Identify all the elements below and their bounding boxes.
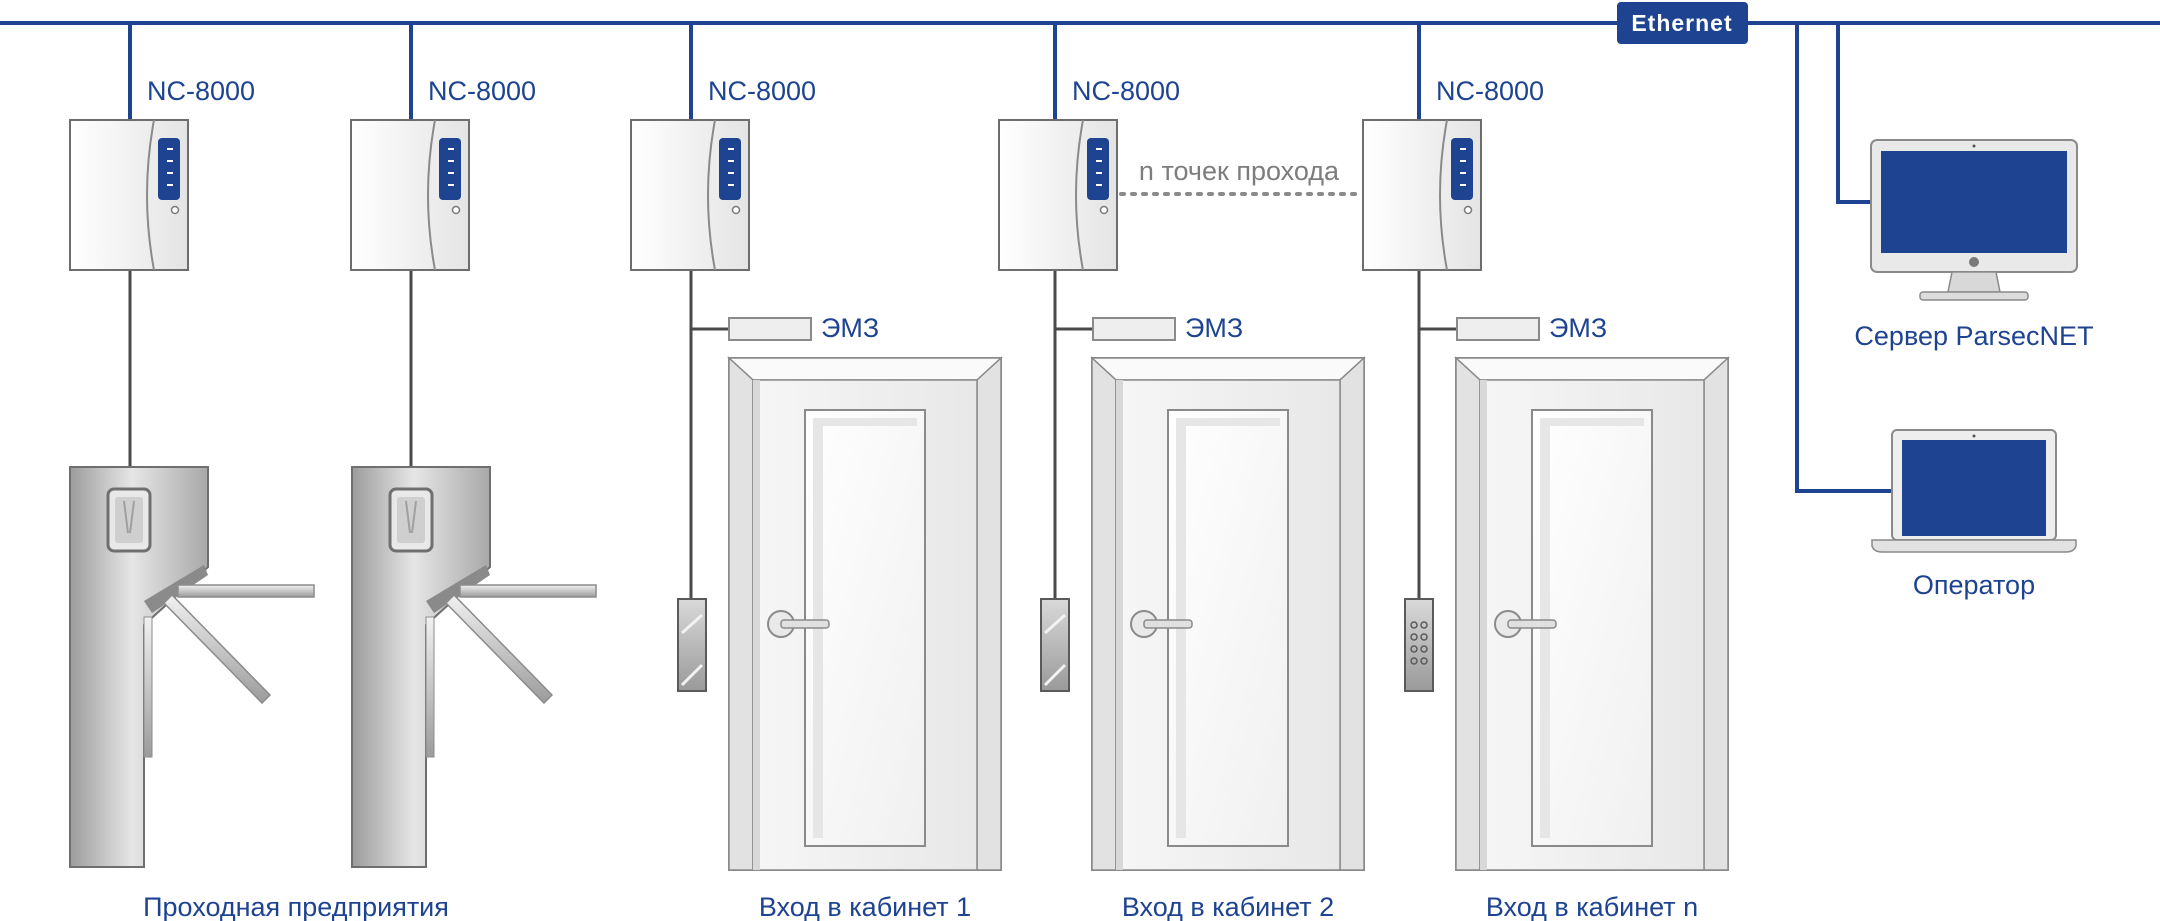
- ethernet-label: Ethernet: [1631, 10, 1732, 36]
- door-2-label: Вход в кабинет 2: [1122, 892, 1334, 921]
- turnstile-group-label: Проходная предприятия: [143, 892, 449, 921]
- door-1-label: Вход в кабинет 1: [759, 892, 971, 921]
- device-wiring: [128, 270, 1459, 600]
- em-lock-2-label: ЭМЗ: [1185, 313, 1243, 343]
- card-reader-1: [676, 597, 708, 693]
- ethernet-drop-operator: [1795, 23, 1895, 493]
- door-n-label: Вход в кабинет n: [1486, 892, 1698, 921]
- controller-3-label: NC-8000: [708, 76, 816, 106]
- server-label: Сервер ParsecNET: [1854, 321, 2093, 351]
- door-n: [1455, 357, 1729, 871]
- door-2: [1091, 357, 1365, 871]
- ethernet-network: [0, 21, 2160, 493]
- controller-1: [69, 119, 189, 271]
- door-1: [728, 357, 1002, 871]
- ethernet-drop-server: [1836, 23, 1870, 204]
- controller-4: [998, 119, 1118, 271]
- controller-3: [630, 119, 750, 271]
- controller-5: [1362, 119, 1482, 271]
- em-lock-1-label: ЭМЗ: [821, 313, 879, 343]
- operator-laptop: [1871, 429, 2077, 553]
- controller-1-label: NC-8000: [147, 76, 255, 106]
- operator-label: Оператор: [1913, 570, 2035, 600]
- server-monitor: [1870, 139, 2078, 301]
- controller-4-label: NC-8000: [1072, 76, 1180, 106]
- controller-2-label: NC-8000: [428, 76, 536, 106]
- ethernet-badge: Ethernet: [1617, 2, 1748, 44]
- turnstile-1: [68, 465, 316, 869]
- card-reader-2: [1039, 597, 1071, 693]
- em-lock-3: [1456, 317, 1540, 341]
- turnstile-2: [350, 465, 598, 869]
- em-lock-1: [728, 317, 812, 341]
- em-lock-3-label: ЭМЗ: [1549, 313, 1607, 343]
- n-points-label: n точек прохода: [1139, 156, 1340, 186]
- em-lock-2: [1092, 317, 1176, 341]
- controller-5-label: NC-8000: [1436, 76, 1544, 106]
- keypad-reader-3: [1404, 598, 1434, 692]
- controller-2: [350, 119, 470, 271]
